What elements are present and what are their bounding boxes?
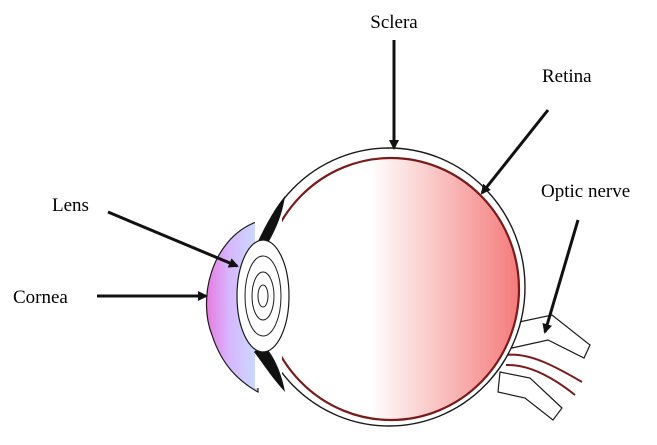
label-retina: Retina	[542, 66, 592, 87]
label-optic-nerve: Optic nerve	[541, 181, 630, 202]
label-cornea: Cornea	[13, 287, 68, 308]
optic-nerve-arrow	[545, 220, 578, 332]
label-sclera: Sclera	[370, 12, 418, 33]
label-lens: Lens	[52, 195, 89, 216]
lens-arrow	[108, 212, 237, 266]
retina-fill	[263, 158, 519, 420]
lens	[237, 240, 289, 352]
retina-arrow	[482, 110, 548, 193]
